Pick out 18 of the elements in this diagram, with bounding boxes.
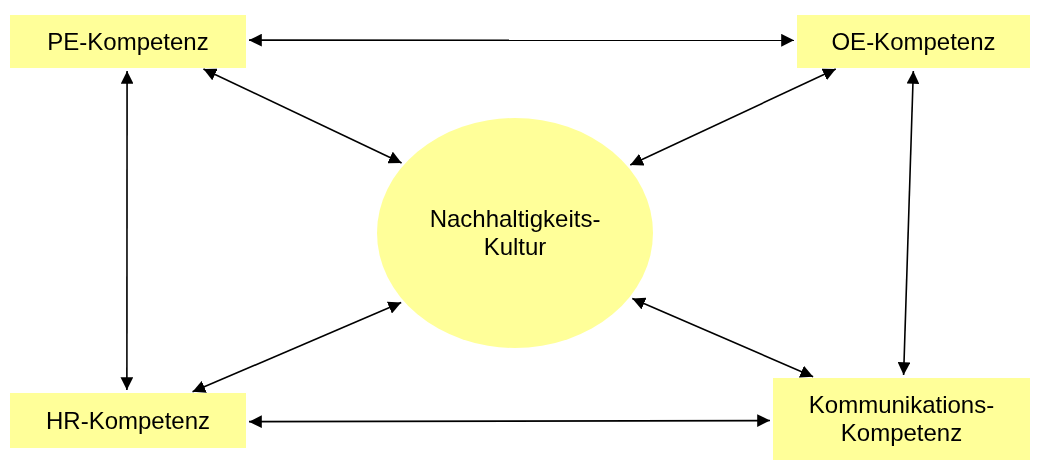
ellipse-node	[377, 118, 653, 348]
double-arrow	[629, 68, 837, 166]
text-box	[773, 378, 1030, 460]
double-arrow	[120, 70, 134, 391]
node-label: OE-Kompetenz	[831, 27, 996, 56]
double-arrow	[897, 70, 920, 376]
node-label: Nachhaltigkeits- Kultur	[428, 205, 602, 261]
text-box	[10, 15, 246, 68]
node-label: HR-Kompetenz	[45, 406, 211, 435]
double-arrow	[248, 414, 771, 429]
double-arrow	[248, 33, 795, 47]
node-label: Kommunikations- Kompetenz	[807, 391, 996, 447]
node-label: PE-Kompetenz	[47, 27, 209, 56]
text-box	[10, 393, 246, 448]
double-arrow	[631, 297, 814, 378]
double-arrow	[191, 301, 402, 393]
text-box	[797, 15, 1030, 68]
double-arrow	[202, 68, 403, 164]
